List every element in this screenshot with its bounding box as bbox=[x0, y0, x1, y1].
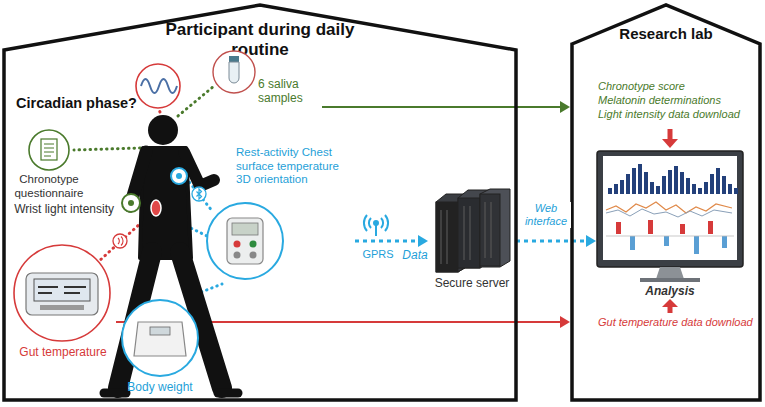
gut-temperature-circle: Gut temperature bbox=[10, 243, 116, 363]
bluetooth-icon bbox=[192, 187, 206, 201]
arrow-head bbox=[418, 235, 428, 247]
node-outline bbox=[596, 150, 744, 300]
node-text: Rest-activity Chest surface temperature … bbox=[236, 146, 354, 187]
server-box: Secure server bbox=[428, 188, 516, 296]
questionnaire-circle: Chronotype questionnaire bbox=[8, 128, 90, 200]
arrow-head bbox=[560, 316, 570, 328]
wrist-light-sensor bbox=[122, 194, 140, 212]
arrow-head bbox=[560, 101, 570, 113]
data-logger-circle: Rest-activity Chest surface temperature … bbox=[205, 146, 355, 284]
arrow-head bbox=[586, 235, 596, 247]
node-text: Body weight bbox=[120, 380, 200, 394]
node-text: Analysis bbox=[596, 284, 744, 298]
monitor-display: Analysis bbox=[596, 150, 744, 300]
leader-line bbox=[98, 222, 142, 262]
text-label: Gut temperature data download bbox=[598, 316, 758, 329]
sine-wave bbox=[141, 79, 177, 93]
circadian-circle bbox=[136, 64, 180, 108]
node-text: Participant during daily routine bbox=[160, 20, 360, 60]
leader-line bbox=[178, 86, 214, 116]
text-label: Chronotype score bbox=[598, 80, 758, 93]
sensor-dot bbox=[128, 200, 134, 206]
node-text: Research lab bbox=[586, 25, 746, 43]
antenna-icon bbox=[363, 213, 389, 237]
edge-label: Web interface bbox=[521, 202, 571, 228]
connector bbox=[322, 106, 562, 108]
sensor-dot bbox=[176, 173, 182, 179]
leader-line bbox=[159, 110, 160, 112]
red-arrow bbox=[662, 299, 678, 313]
connector bbox=[516, 240, 588, 243]
gut-capsule bbox=[151, 200, 161, 216]
chest-sensor bbox=[171, 168, 187, 184]
text-label: Light intensity data download bbox=[598, 108, 758, 121]
connector bbox=[355, 240, 420, 243]
saliva-circle: 6 saliva samples bbox=[212, 50, 322, 112]
house-panel: Research labAnalysis bbox=[570, 2, 762, 402]
text-label: GPRS bbox=[360, 248, 396, 261]
node-text: 6 saliva samples bbox=[258, 77, 320, 105]
body-weight-circle: Body weight bbox=[120, 298, 200, 396]
node-text: Secure server bbox=[428, 276, 516, 290]
text-label: Wrist light intensity bbox=[14, 202, 114, 216]
edge-label: Data bbox=[398, 248, 432, 262]
node-text: Chronotype questionnaire bbox=[8, 173, 90, 200]
text-label: Circadian phase? bbox=[16, 95, 146, 112]
leader-line bbox=[74, 148, 140, 150]
radio-icon bbox=[113, 234, 127, 248]
red-arrow bbox=[662, 129, 678, 148]
node-text: Gut temperature bbox=[10, 345, 116, 359]
text-label: Melatonin determinations bbox=[598, 94, 758, 107]
